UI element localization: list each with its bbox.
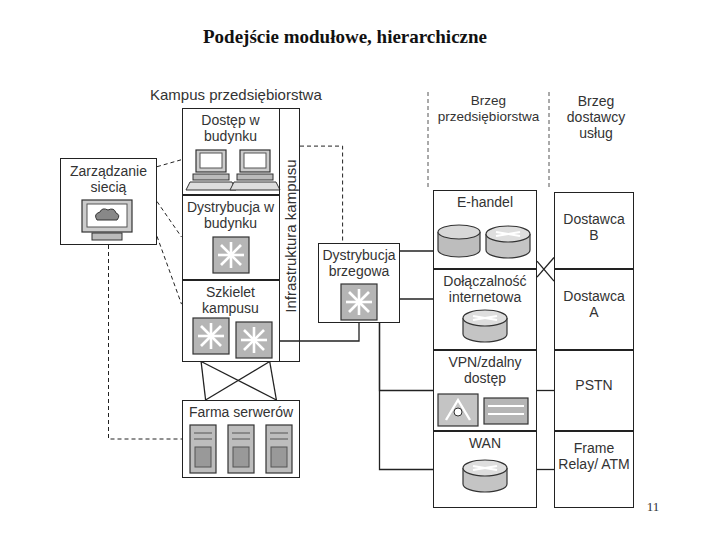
region-label: Brzeg dostawcy usług xyxy=(550,93,642,141)
group-title: Infrastruktura kampusu xyxy=(283,159,298,312)
module-label: Dostawca A xyxy=(555,270,633,320)
page-number: 11 xyxy=(636,500,670,515)
network-link xyxy=(537,261,554,281)
management-link xyxy=(109,245,183,439)
network-link xyxy=(270,362,277,401)
management-link xyxy=(157,236,182,304)
module-label: Dostawca B xyxy=(555,193,633,243)
management-link xyxy=(300,146,343,243)
module-box: Szkielet kampusu xyxy=(182,280,280,362)
module-box: E-handel xyxy=(433,190,537,269)
module-label: VPN/zdalny dostęp xyxy=(434,351,536,386)
network-link xyxy=(280,323,360,341)
module-box: Dostawca B xyxy=(554,192,634,269)
management-link xyxy=(157,160,182,167)
network-link xyxy=(201,362,276,401)
slide-title: Podejście modułowe, hierarchiczne xyxy=(0,26,690,48)
network-link xyxy=(537,469,554,470)
module-box: PSTN xyxy=(554,350,634,431)
network-link xyxy=(537,257,554,277)
module-box: Farma serwerów xyxy=(182,400,300,478)
module-box: Frame Relay/ ATM xyxy=(554,431,634,508)
module-label: Dołączalność internetowa xyxy=(434,270,536,305)
network-link xyxy=(400,298,433,299)
module-box: VPN/zdalny dostęp xyxy=(433,350,537,431)
module-box: Dołączalność internetowa xyxy=(433,269,537,350)
network-link xyxy=(380,323,434,470)
module-label: Dystrybucja w budynku xyxy=(183,196,279,231)
module-box: Dystrybucja w budynku xyxy=(182,195,280,280)
module-label: E-handel xyxy=(434,191,536,210)
module-box: Dostęp w budynku xyxy=(182,108,280,195)
module-label: Dystrybucja brzegowa xyxy=(319,244,399,279)
network-link xyxy=(537,390,554,391)
campus-group-box: Dostęp w budynkuDystrybucja w budynkuSzk… xyxy=(182,108,300,362)
module-label: Frame Relay/ ATM xyxy=(555,432,633,472)
network-link xyxy=(380,323,434,391)
management-link xyxy=(157,202,182,238)
module-label: Szkielet kampusu xyxy=(183,281,279,316)
module-box: WAN xyxy=(433,431,537,508)
network-link xyxy=(400,250,433,251)
module-box: Dostawca A xyxy=(554,269,634,350)
region-label: Kampus przedsiębiorstwa xyxy=(150,86,350,103)
module-label: WAN xyxy=(434,432,536,451)
module-label: Zarządzanie siecią xyxy=(61,159,156,195)
module-label: Dostęp w budynku xyxy=(183,109,279,144)
region-label: Brzeg przedsiębiorstwa xyxy=(429,93,548,124)
network-link xyxy=(201,362,206,401)
module-box: Dystrybucja brzegowa xyxy=(318,243,400,323)
network-link xyxy=(206,362,270,401)
module-box: Zarządzanie siecią xyxy=(60,158,157,245)
module-label: Farma serwerów xyxy=(183,401,299,420)
module-label: PSTN xyxy=(555,351,633,393)
